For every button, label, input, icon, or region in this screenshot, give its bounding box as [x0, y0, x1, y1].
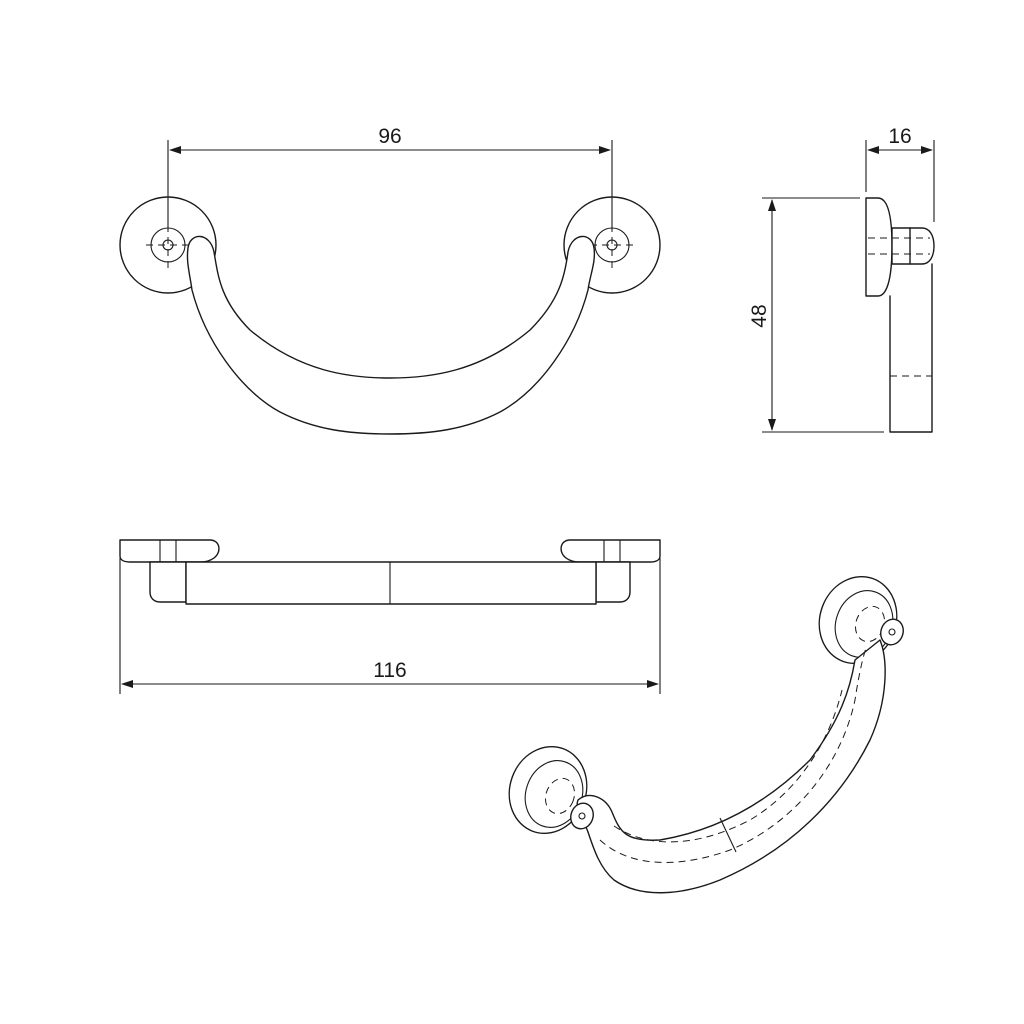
- top-right-rosette: [560, 539, 661, 563]
- top-right-post: [595, 561, 631, 603]
- left-screw-head: [150, 227, 186, 263]
- top-left-rosette: [119, 539, 220, 563]
- top-view: 116: [119, 539, 661, 694]
- iso-handle-hidden-1: [599, 647, 867, 863]
- iso-upper-screw-icon: [888, 628, 896, 636]
- side-view: 16 48: [748, 125, 935, 433]
- iso-handle-hidden-2: [613, 689, 843, 843]
- side-post: [891, 227, 935, 265]
- dim-16-label: 16: [888, 125, 911, 148]
- isometric-view: [508, 575, 904, 894]
- dim-116-label: 116: [373, 659, 406, 682]
- iso-upper-post-end: [880, 618, 904, 646]
- iso-lower-post-hidden: [544, 777, 576, 815]
- dim-96-label: 96: [378, 125, 401, 148]
- iso-lower-post-end: [570, 802, 594, 830]
- top-left-post: [149, 561, 187, 603]
- side-rosette-plate: [865, 197, 893, 297]
- front-view: 96: [119, 125, 661, 435]
- front-bail-handle: [186, 235, 596, 435]
- iso-handle-seam: [719, 817, 737, 853]
- side-handle-profile: [889, 263, 933, 433]
- right-screw-head: [594, 227, 630, 263]
- dim-48-label: 48: [748, 304, 771, 327]
- top-handle-bar: [185, 561, 597, 605]
- iso-lower-screw-icon: [578, 812, 586, 820]
